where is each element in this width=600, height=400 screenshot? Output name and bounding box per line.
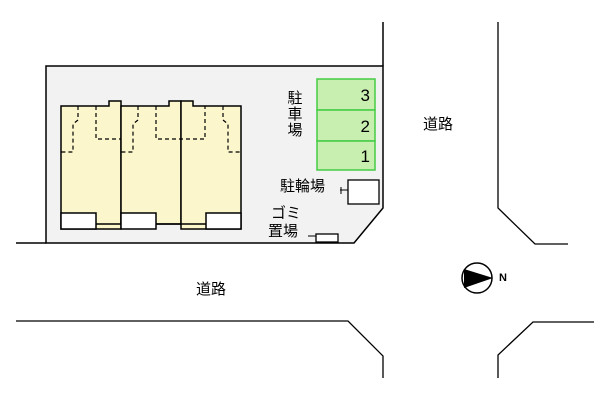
parking-space-1: 1 — [360, 147, 370, 166]
bicycle-parking-box — [347, 179, 380, 205]
parking-label: 駐 車 場 — [287, 89, 303, 139]
road-lines — [16, 22, 594, 378]
unit-1 — [60, 100, 122, 230]
parking-area — [316, 78, 376, 171]
apartment-units — [60, 100, 242, 230]
garbage-label-line2: 置場 — [268, 222, 299, 240]
road-label-right: 道路 — [423, 115, 454, 133]
unit-1-entry — [60, 212, 97, 230]
compass-icon — [461, 262, 493, 294]
unit-2 — [120, 100, 182, 225]
parking-space-2: 2 — [360, 117, 370, 136]
unit-3-entry — [205, 212, 242, 230]
garbage-box — [315, 233, 339, 243]
bicycle-parking-label: 駐輪場 — [280, 177, 326, 195]
unit-3 — [180, 100, 242, 230]
road-label-bottom: 道路 — [196, 280, 227, 298]
garbage-label-line1: ゴミ — [271, 204, 302, 222]
parking-space-3: 3 — [360, 86, 370, 105]
compass-north-label: N — [499, 272, 507, 284]
unit-2-entry — [120, 212, 157, 230]
unit-interior-dashed — [61, 106, 241, 153]
